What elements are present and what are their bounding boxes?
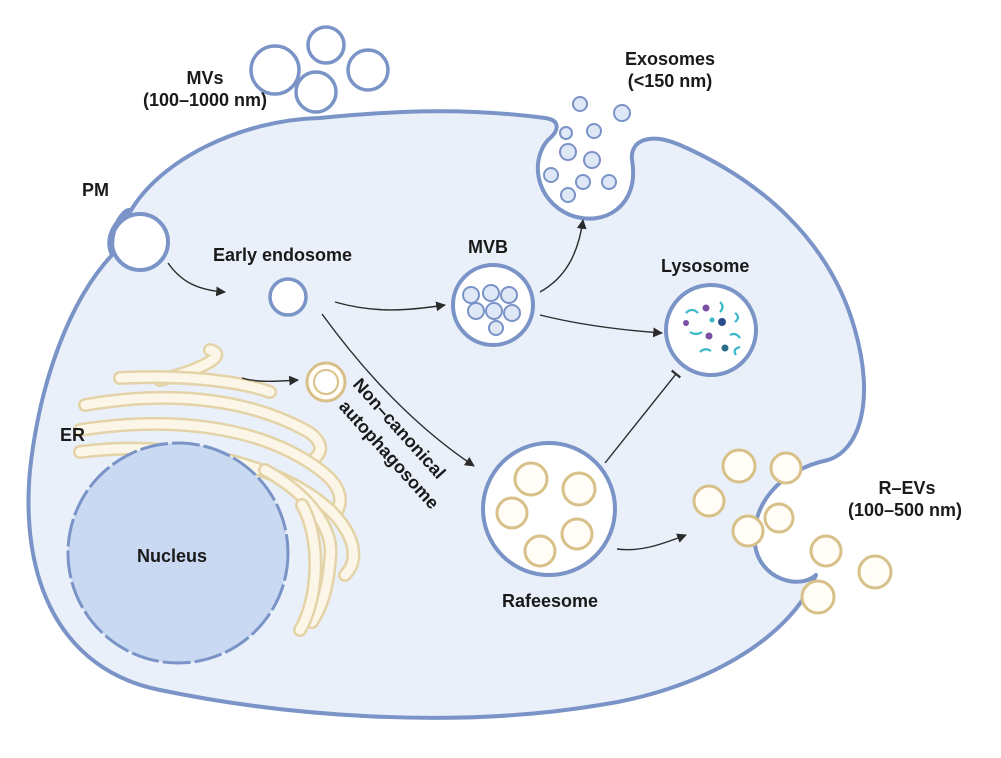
label-mvs: MVs	[186, 68, 223, 88]
label-rafeesome: Rafeesome	[502, 591, 598, 611]
label-mvs-size: (100–1000 nm)	[143, 90, 267, 110]
r-ev-release	[800, 534, 893, 615]
label-lysosome: Lysosome	[661, 256, 749, 276]
early-endosome	[268, 277, 308, 317]
exosome-budding-pocket	[543, 143, 617, 203]
label-exosomes: Exosomes	[625, 49, 715, 69]
nucleus	[66, 441, 290, 665]
mvb	[451, 263, 535, 347]
label-er: ER	[60, 425, 85, 445]
arrow-mvb-to-exosome	[539, 219, 587, 293]
autophagosome	[305, 361, 347, 403]
lysosome	[664, 283, 758, 377]
arrow-er-to-autophagosome	[241, 375, 299, 386]
label-pm: PM	[82, 180, 109, 200]
label-nucleus: Nucleus	[137, 546, 207, 566]
label-exosomes-size: (<150 nm)	[628, 71, 713, 91]
arrow-pm-to-early-endosome	[167, 262, 226, 297]
microvesicles-group	[249, 25, 390, 114]
arrow-early-endosome-to-mvb	[334, 301, 446, 312]
pm-vesicle	[110, 212, 170, 272]
arrow-mvb-to-lysosome	[539, 314, 663, 338]
r-ev-pocket	[692, 448, 803, 548]
label-revs: R–EVs	[878, 478, 935, 498]
arrow-rafeesome-to-r-ev	[616, 533, 687, 551]
label-mvb: MVB	[468, 237, 508, 257]
label-revs-size: (100–500 nm)	[848, 500, 962, 520]
exosome-release-group	[559, 96, 631, 140]
inhibition-rafeesome-to-lysosome	[604, 369, 682, 464]
arrow-early-endosome-to-rafeesome	[321, 313, 475, 467]
label-early-endosome: Early endosome	[213, 245, 352, 265]
rafeesome	[481, 441, 617, 577]
